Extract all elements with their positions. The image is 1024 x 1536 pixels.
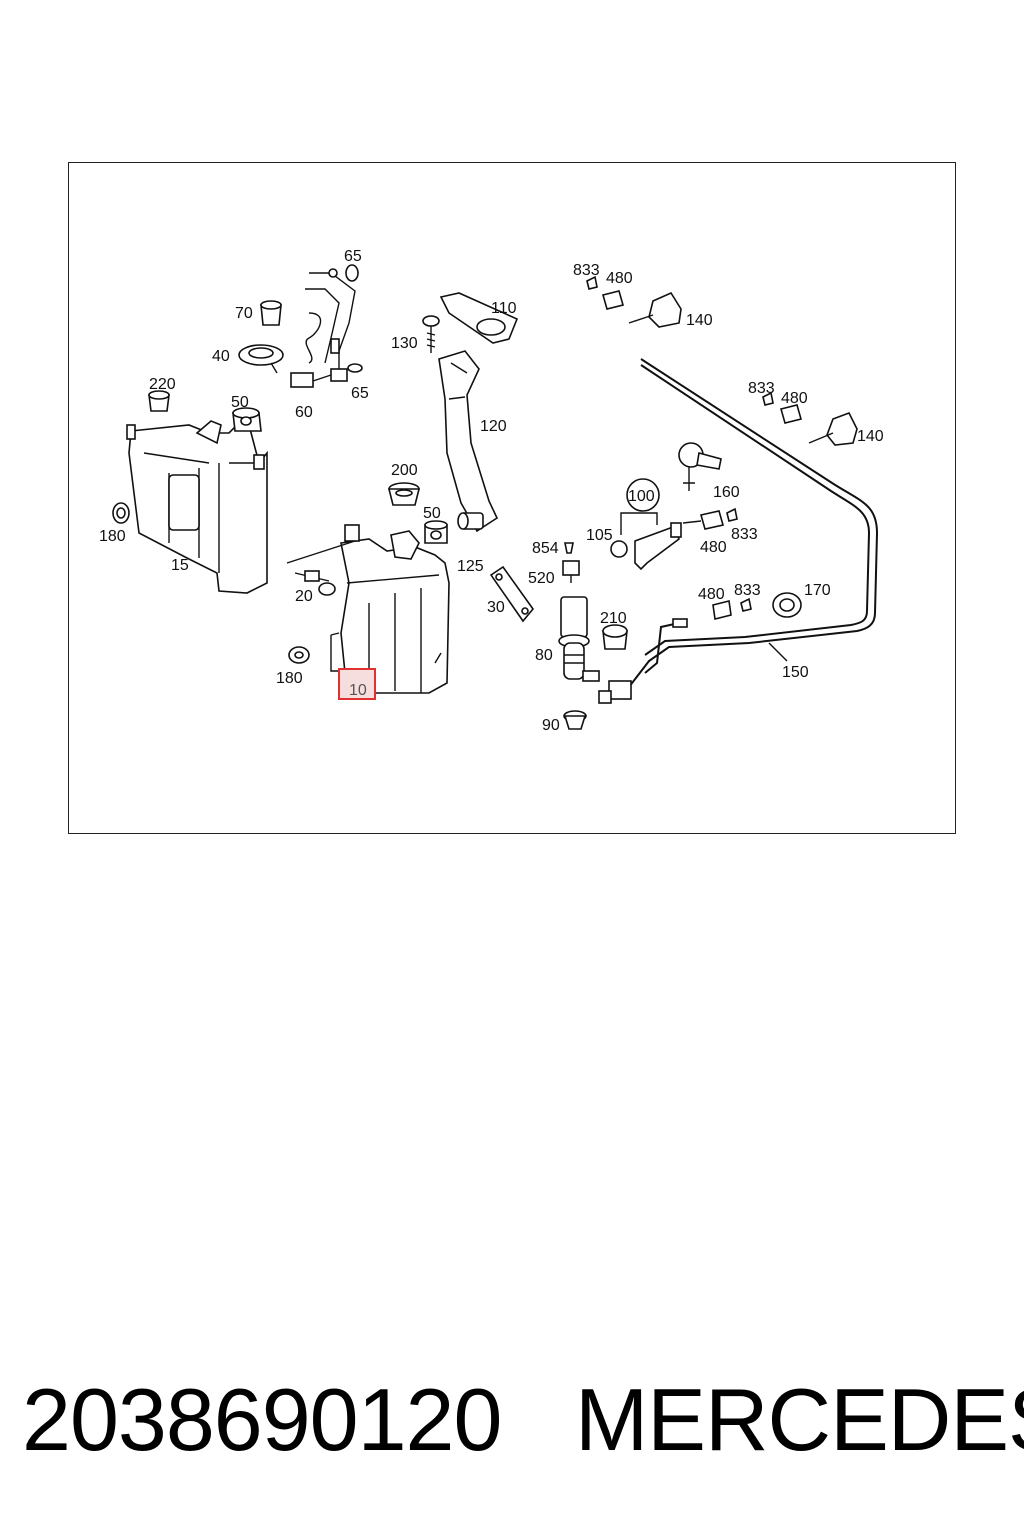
part-labels: 65 70 40 60 65 110 130 120 833 480 140 8…	[99, 248, 884, 734]
part-130-screw	[422, 315, 440, 353]
part-480-fitting-mid	[682, 510, 725, 530]
label-140-right: 140	[857, 428, 884, 445]
part-65-oring-top	[345, 264, 359, 282]
part-80-washer-pump	[558, 596, 600, 682]
label-10-highlighted: 10	[349, 682, 367, 699]
label-50-lower: 50	[423, 505, 441, 522]
label-480-right: 480	[781, 390, 808, 407]
label-70: 70	[235, 305, 253, 322]
part-40-seal	[238, 344, 284, 374]
label-65-bottom: 65	[351, 385, 369, 402]
label-160: 160	[713, 484, 740, 501]
label-40: 40	[212, 348, 230, 365]
part-180-washer-left	[112, 502, 130, 524]
parts-diagram: 65 70 40 60 65 110 130 120 833 480 140 8…	[68, 162, 956, 834]
part-833-valve-right	[762, 391, 774, 406]
part-110-filler-cap	[439, 292, 519, 344]
part-140-connector-lower	[808, 411, 858, 446]
part-180-washer-lower	[288, 646, 310, 664]
label-210: 210	[600, 610, 627, 627]
label-65-top: 65	[344, 248, 362, 265]
part-150-hose	[598, 358, 879, 704]
product-caption: 2038690120 MERCEDES	[0, 1370, 1024, 1470]
part-220-grommet	[148, 390, 170, 412]
part-170-clamp	[772, 592, 802, 618]
label-15: 15	[171, 557, 189, 574]
part-30-bracket	[489, 565, 535, 623]
part-520-check-valve	[562, 560, 580, 583]
part-90-grommet	[563, 710, 587, 730]
part-833-valve-top	[586, 275, 598, 290]
part-120-filler-neck	[438, 350, 499, 533]
label-140-top: 140	[686, 312, 713, 329]
part-50-grommet-upper	[232, 407, 262, 432]
label-150: 150	[782, 664, 809, 681]
brand-name: MERCEDES	[575, 1370, 1024, 1469]
label-110: 110	[491, 300, 517, 317]
part-160-clip	[678, 442, 722, 491]
part-10-reservoir	[286, 524, 450, 694]
label-100: 100	[628, 488, 655, 505]
diagram-canvas: 65 70 40 60 65 110 130 120 833 480 140 8…	[99, 248, 884, 734]
label-80: 80	[535, 647, 553, 664]
label-50-upper: 50	[231, 394, 249, 411]
label-480-mid: 480	[700, 539, 727, 556]
label-125: 125	[457, 558, 484, 575]
label-833-lower: 833	[734, 582, 761, 599]
label-833-right: 833	[748, 380, 775, 397]
part-833-valve-mid	[726, 507, 738, 522]
part-125-connector	[457, 512, 484, 530]
part-65-oring-bottom	[347, 363, 363, 373]
label-833-top: 833	[573, 262, 600, 279]
part-480-fitting-lower	[712, 600, 732, 620]
label-833-mid: 833	[731, 526, 758, 543]
label-20: 20	[295, 588, 313, 605]
label-130: 130	[391, 335, 418, 352]
part-833-valve-lower	[740, 597, 752, 612]
label-180-left: 180	[99, 528, 126, 545]
part-20-bolt	[294, 570, 336, 596]
part-480-fitting-right	[780, 404, 802, 424]
label-180-lower: 180	[276, 670, 303, 687]
part-60-harness	[290, 268, 356, 388]
part-number: 2038690120	[22, 1370, 502, 1469]
part-210-cap	[602, 624, 628, 650]
callout-100-circle	[626, 478, 660, 512]
label-30: 30	[487, 599, 505, 616]
part-70-cap	[260, 300, 282, 326]
highlight-box-part-10	[338, 668, 376, 700]
part-140-connector-upper	[628, 291, 682, 328]
label-170: 170	[804, 582, 831, 599]
label-854: 854	[532, 540, 559, 557]
label-60: 60	[295, 404, 313, 421]
label-220: 220	[149, 376, 176, 393]
part-15-housing	[126, 420, 268, 594]
part-50-grommet-lower	[424, 520, 448, 544]
part-200-grommet	[387, 482, 421, 506]
part-100-nozzle-assembly	[610, 512, 682, 571]
label-200: 200	[391, 462, 418, 479]
part-854-nozzle	[564, 542, 574, 554]
label-120: 120	[480, 418, 507, 435]
part-480-fitting-top	[602, 290, 624, 310]
label-90: 90	[542, 717, 560, 734]
label-480-lower: 480	[698, 586, 725, 603]
label-105: 105	[586, 527, 613, 544]
label-480-top: 480	[606, 270, 633, 287]
label-520: 520	[528, 570, 555, 587]
